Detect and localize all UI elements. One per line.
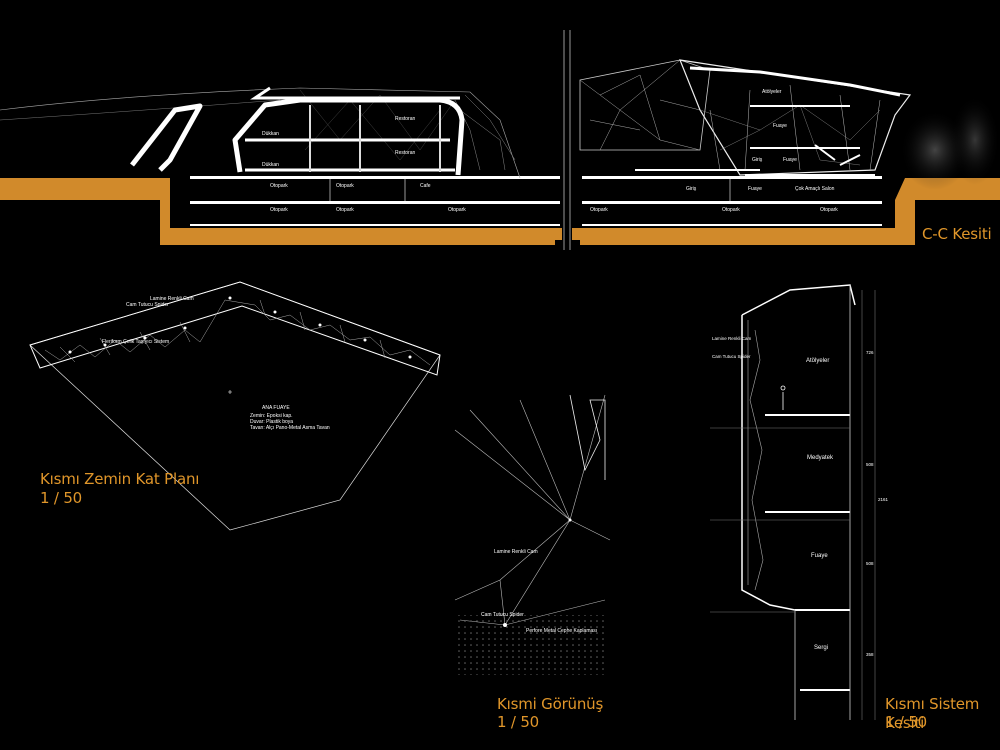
sys-dim-2: 508 [866,462,874,467]
label-otopark-6: Otopark [590,207,608,213]
sys-dim-total: 2161 [878,497,889,502]
elev-label-perfore: Perfore Metal Cephe Kaplaması [526,628,598,634]
label-otopark-4: Otopark [336,207,354,213]
sys-title: Kısmı Sistem Kesiti [885,695,980,732]
label-cok-amacli-salon: Çok Amaçlı Salon [795,186,835,192]
plan-label-lamine: Lamine Renkli Cam [150,296,194,302]
sys-label-sergi: Sergi [814,645,829,651]
partial-system-section [710,284,876,720]
plan-zemin: Zemin: Epoksi kap. [250,413,293,419]
partial-elevation [454,394,611,675]
sys-dim-1: 726 [866,350,874,355]
plan-tavan: Tavan: Alçı Pano-Metal Asma Tavan [250,425,330,431]
plan-scale: 1 / 50 [40,489,83,507]
label-fuaye-lower: Fuaye [748,186,762,192]
label-fuaye-upper: Fuaye [773,123,787,129]
sys-label-tutucu: Cam Tutucu Spider [712,354,751,359]
elev-title: Kısmi Görünüş [497,695,604,713]
sys-dim-4: 358 [866,652,874,657]
sys-label-medyatek: Medyatek [807,455,834,461]
label-fuaye-mid: Fuaye [783,157,797,163]
label-otopark-7: Otopark [722,207,740,213]
label-restoran-lower: Restoran [395,150,416,156]
elev-label-lamine: Lamine Renkli Cam [494,549,538,555]
plan-title: Kısmı Zemin Kat Planı [40,470,200,488]
label-otopark-5: Otopark [448,207,466,213]
plan-space-name: ANA FUAYE [262,405,290,411]
label-dukkan-upper: Dükkan [262,131,279,137]
plan-label-celik: Fleriform Çelik Taşıyıcı Sistem [102,339,170,345]
sys-label-lamine: Lamine Renkli Cam [712,336,752,341]
label-otopark-1: Otopark [270,183,288,189]
elev-label-spider: Cam Tutucu Spider [481,612,524,618]
label-otopark-8: Otopark [820,207,838,213]
ground-band [0,178,1000,245]
sys-dim-3: 508 [866,561,874,566]
label-cafe: Cafe [420,183,431,189]
sys-label-atolyeler: Atölyeler [806,358,830,364]
label-otopark-3: Otopark [270,207,288,213]
c-c-section [0,30,1000,250]
plan-duvar: Duvar: Plastik boya [250,419,294,425]
label-dukkan-lower: Dükkan [262,162,279,168]
label-giris-lower: Giriş [686,186,697,192]
sys-label-fuaye: Fuaye [811,553,828,559]
section-title: C-C Kesiti [922,225,992,243]
label-otopark-2: Otopark [336,183,354,189]
elev-scale: 1 / 50 [497,713,540,731]
partial-floor-plan [29,281,441,531]
label-restoran-upper: Restoran [395,116,416,122]
label-atolyeler: Atölyeler [762,89,782,95]
label-giris-upper: Giriş [752,157,763,163]
sys-scale: 1 / 50 [885,713,928,731]
plan-label-tutucu: Cam Tutucu Spider [126,302,169,308]
